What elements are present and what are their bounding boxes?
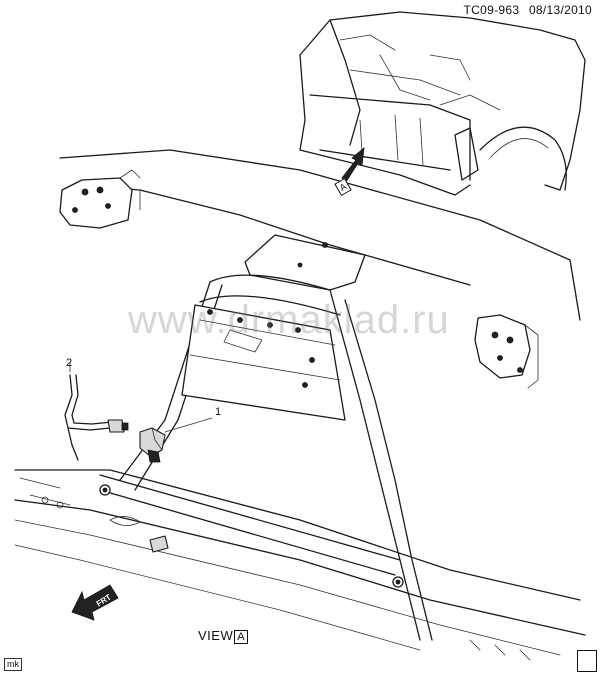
author-tag: mk (4, 658, 22, 671)
left-bracket (59, 169, 141, 229)
sensor-part-1 (139, 417, 213, 463)
vehicle-front-inset (299, 11, 586, 196)
view-label-text: VIEW (198, 628, 234, 643)
front-arrow-icon (71, 584, 119, 621)
diagram-date: 08/13/2010 (528, 3, 592, 17)
callout-2: 2 (66, 357, 73, 369)
view-letter: A (234, 630, 249, 644)
callout-1: 1 (215, 406, 222, 418)
diagram-id: TC09-963 (463, 3, 520, 17)
support-pedestal (119, 234, 433, 641)
diagram-header: TC09-963 08/13/2010 (458, 3, 592, 17)
lower-frame-rail (14, 469, 586, 661)
right-bracket (474, 314, 539, 389)
harness-part-2 (64, 361, 129, 461)
book-icon (577, 650, 597, 672)
